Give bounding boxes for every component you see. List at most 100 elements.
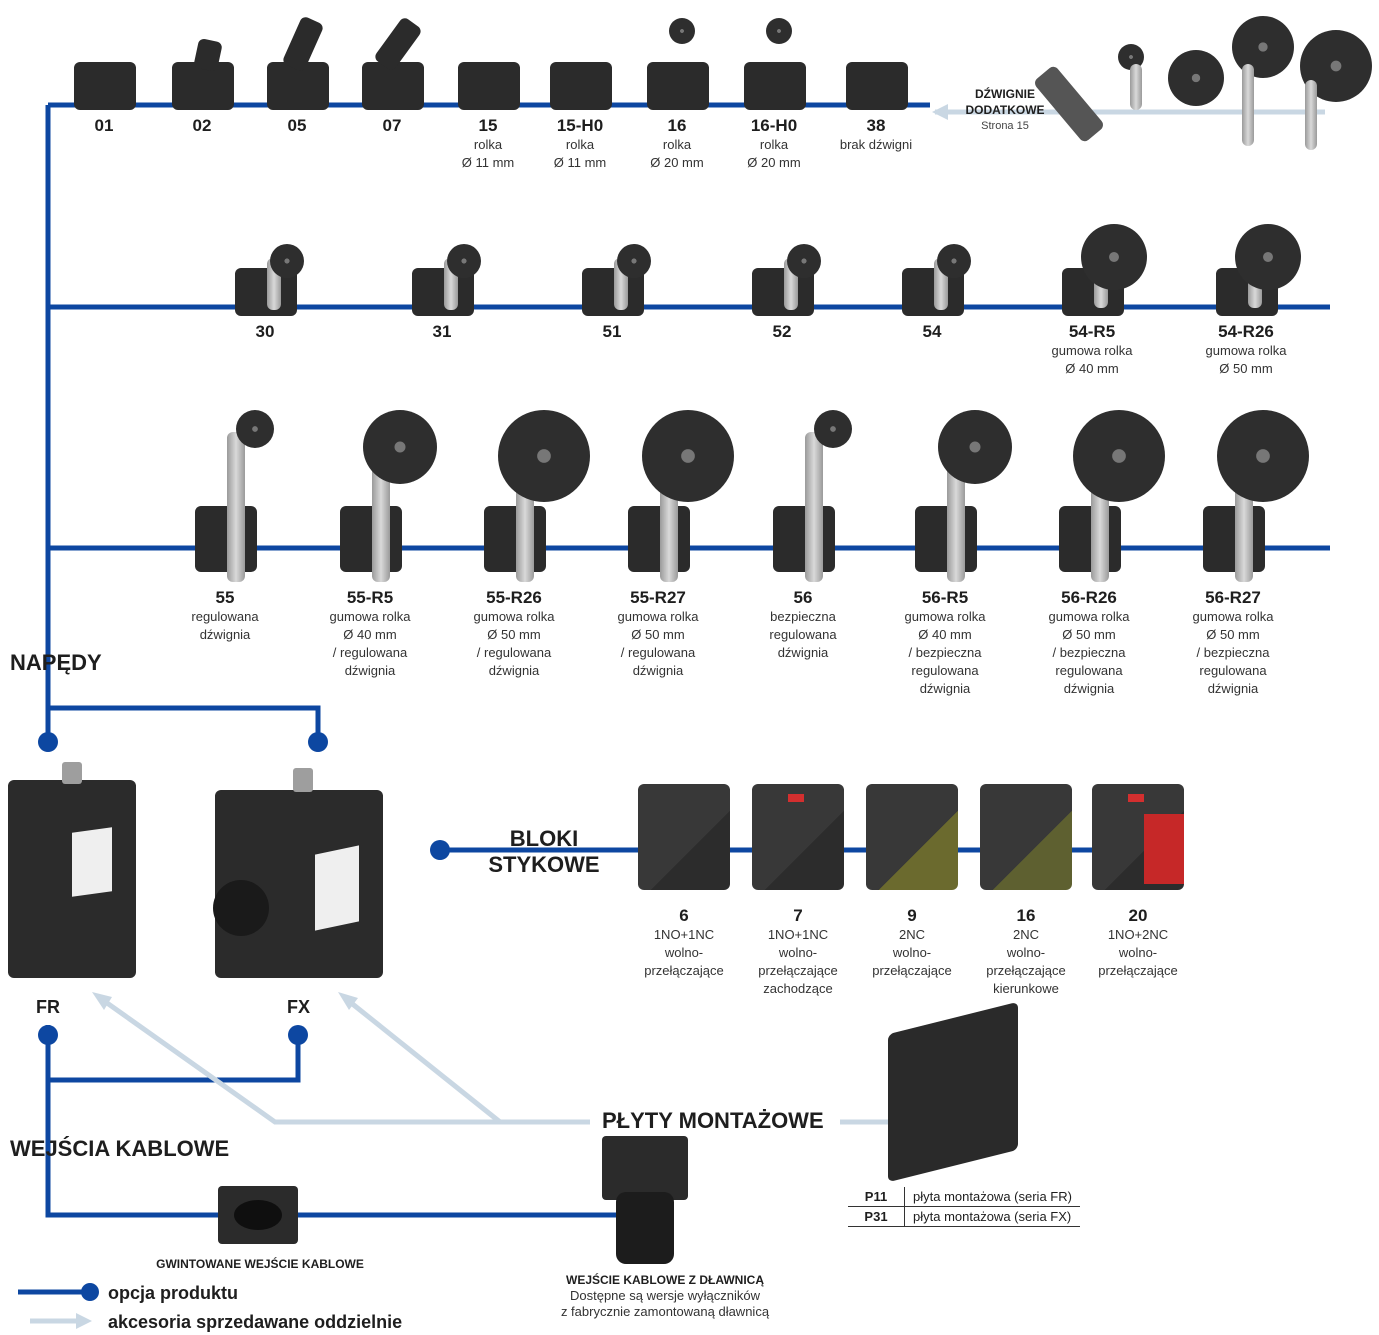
- actuator-image: [245, 15, 349, 110]
- roller-icon: [766, 18, 792, 44]
- actuator-description: dźwignia: [344, 663, 396, 678]
- actuator-image: [390, 224, 494, 316]
- actuator-description: bezpieczna: [770, 609, 836, 624]
- contact-block-description: przełączające: [1098, 963, 1178, 978]
- actuator-code: 55-R27: [630, 588, 686, 607]
- actuator-code: 15: [478, 116, 498, 135]
- actuator-01: 01: [52, 18, 156, 136]
- roller-icon: [814, 410, 852, 448]
- actuator-code: 56-R5: [921, 588, 969, 607]
- contact-block-description: wolno-: [1006, 945, 1046, 960]
- roller-icon: [236, 410, 274, 448]
- actuator-description: gumowa rolka: [329, 609, 411, 624]
- fx-series-label: FX: [287, 997, 311, 1017]
- blocks-option-dot: [430, 840, 450, 860]
- actuator-code: 55: [215, 588, 235, 607]
- actuator-31: 31: [390, 224, 494, 342]
- actuator-description: gumowa rolka: [1205, 343, 1287, 358]
- actuator-image: [625, 18, 729, 110]
- contact-block-image: [1092, 784, 1184, 890]
- actuator-description: dźwignia: [919, 681, 971, 696]
- actuator-code: 56-R26: [1061, 588, 1117, 607]
- contact-block-code: 20: [1128, 906, 1148, 925]
- actuator-description: regulowana: [769, 627, 837, 642]
- actuator-description: / bezpieczna: [1196, 645, 1270, 660]
- actuator-code: 16-H0: [750, 116, 798, 135]
- contact-block-image: [638, 784, 730, 890]
- actuator-image: [560, 224, 664, 316]
- actuator-code: 54: [922, 322, 942, 341]
- actuator-code: 07: [382, 116, 402, 135]
- actuator-description: rolka: [565, 137, 595, 152]
- contact-block-description: 1NO+1NC: [767, 927, 829, 942]
- actuator-description: / regulowana: [476, 645, 552, 660]
- fr-switch-image: [8, 762, 136, 978]
- actuator-description: / regulowana: [620, 645, 696, 660]
- contact-block-code: 6: [679, 906, 689, 925]
- legend-accessory-label: akcesoria sprzedawane oddzielnie: [108, 1312, 403, 1332]
- roller-icon: [1081, 224, 1147, 290]
- actuator-description: gumowa rolka: [473, 609, 555, 624]
- actuator-description: dźwignia: [1207, 681, 1259, 696]
- contact-block-description: przełączające: [758, 963, 838, 978]
- legend-dot: [81, 1283, 99, 1301]
- actuator-code: 51: [602, 322, 622, 341]
- actuator-image: [751, 410, 855, 582]
- mounting-plates-heading: PŁYTY MONTAŻOWE: [602, 1108, 824, 1133]
- actuator-code: 02: [192, 116, 212, 135]
- actuator-description: regulowana: [1055, 663, 1123, 678]
- actuator-description: Ø 50 mm: [487, 627, 541, 642]
- fx-switch-image: [213, 768, 383, 978]
- contact-block-description: wolno-: [1118, 945, 1158, 960]
- lever-arm-icon: [1242, 64, 1254, 146]
- roller-icon: [1217, 410, 1309, 502]
- actuator-image: [824, 18, 928, 110]
- actuator-code: 56-R27: [1205, 588, 1261, 607]
- fx-plate-arrow: [338, 992, 358, 1010]
- actuator-description: Ø 20 mm: [650, 155, 704, 170]
- lever-arm-icon: [1305, 80, 1317, 150]
- actuator-description: / bezpieczna: [1052, 645, 1126, 660]
- contact-block-description: przełączające: [986, 963, 1066, 978]
- legend-arrow-head: [76, 1313, 92, 1329]
- actuator-description: regulowana: [1199, 663, 1267, 678]
- actuator-description: gumowa rolka: [617, 609, 699, 624]
- actuator-description: dźwignia: [488, 663, 540, 678]
- extra-levers-arrow: [932, 104, 948, 120]
- actuator-description: Ø 40 mm: [918, 627, 972, 642]
- contact-blocks-heading: BLOKI STYKOWE: [488, 826, 600, 877]
- gland-cable-entry-image: [602, 1136, 688, 1266]
- actuator-code: 05: [287, 116, 307, 135]
- fr-series-label: FR: [36, 997, 60, 1017]
- legend-option-label: opcja produktu: [108, 1283, 238, 1303]
- actuator-description: / bezpieczna: [908, 645, 982, 660]
- actuator-code: 54-R26: [1218, 322, 1274, 341]
- contact-block-description: wolno-: [892, 945, 932, 960]
- actuator-54: 54: [880, 224, 984, 342]
- contact-block-code: 9: [907, 906, 917, 925]
- fr-label-sticker: [72, 827, 112, 897]
- actuator-description: gumowa rolka: [904, 609, 986, 624]
- contact-block-description: zachodzące: [763, 981, 833, 996]
- actuator-05: 05: [245, 15, 349, 136]
- actuator-description: gumowa rolka: [1192, 609, 1274, 624]
- actuator-code: 01: [94, 116, 114, 135]
- actuator-description: Ø 40 mm: [1065, 361, 1119, 376]
- roller-icon: [447, 244, 481, 278]
- threaded-cable-entry-label: GWINTOWANE WEJŚCIE KABLOWE: [156, 1257, 364, 1271]
- contact-block-description: przełączające: [644, 963, 724, 978]
- actuator-description: gumowa rolka: [1051, 343, 1133, 358]
- gland-cable-entry-text: WEJŚCIE KABLOWE Z DŁAWNICĄ Dostępne są w…: [560, 1273, 770, 1319]
- actuator-description: / regulowana: [332, 645, 408, 660]
- actuator-image: [1037, 410, 1165, 582]
- actuator-code: 38: [866, 116, 886, 135]
